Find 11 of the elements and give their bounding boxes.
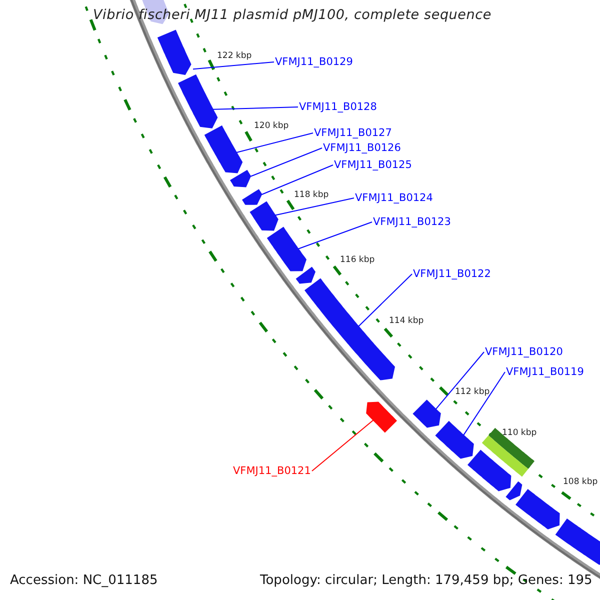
scale-label: 122 kbp (217, 52, 252, 62)
scale-label: 114 kbp (389, 317, 424, 327)
scale-label: 110 kbp (502, 429, 537, 439)
title: Vibrio fischeri MJ11 plasmid pMJ100, complete sequence (93, 8, 492, 24)
scale-label: 120 kbp (254, 122, 289, 132)
scale-label: 108 kbp (563, 478, 598, 488)
scale-label: 112 kbp (455, 388, 490, 398)
scale-label: 118 kbp (294, 191, 329, 201)
footer-text: Topology: circular; Length: 179,459 bp; Genes: 195 (260, 574, 592, 588)
scale-label: 116 kbp (340, 256, 375, 266)
footer-text: Accession: NC_011185 (10, 574, 158, 588)
